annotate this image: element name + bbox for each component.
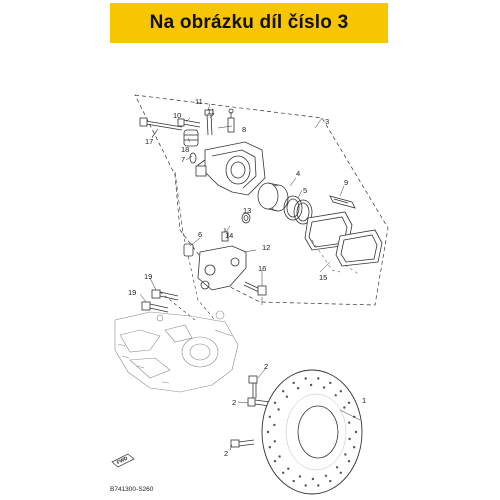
boot-part-18 xyxy=(183,129,199,147)
disc-hole xyxy=(353,446,356,449)
bolt-part-17 xyxy=(139,117,183,139)
disc-hole xyxy=(334,394,337,397)
pad-spring-part-9 xyxy=(329,195,356,209)
forward-direction-tag xyxy=(111,453,135,468)
disc-hole xyxy=(273,423,276,427)
caliper-assembly-boundary xyxy=(134,94,389,321)
disc-hole xyxy=(344,453,347,456)
callout-18: 18 xyxy=(181,145,189,154)
disc-hole xyxy=(278,455,281,458)
callout-2-c: 2 xyxy=(224,449,228,458)
disc-hole xyxy=(273,440,276,443)
seal-part-7 xyxy=(189,152,197,164)
disc-hole xyxy=(282,471,285,474)
disc-hole xyxy=(335,466,339,469)
callout-12: 12 xyxy=(262,243,270,252)
disc-hole xyxy=(266,430,270,434)
caliper-bracket-part-12 xyxy=(197,245,247,291)
bleed-screw-part-8 xyxy=(227,108,235,133)
brake-disc-part-1 xyxy=(261,369,363,495)
disc-hole xyxy=(329,479,332,483)
callout-leaders xyxy=(139,103,361,451)
disc-hole xyxy=(348,437,351,441)
disc-hole xyxy=(285,395,289,398)
bolt-part-16 xyxy=(243,281,267,305)
bushing-part-13 xyxy=(241,212,251,224)
pin-part-11 xyxy=(204,109,214,136)
callout-16: 16 xyxy=(258,264,266,273)
callout-5: 5 xyxy=(303,186,307,195)
callout-8: 8 xyxy=(242,125,246,134)
swingarm-hub-sketch xyxy=(114,310,239,393)
disc-hole xyxy=(273,401,277,404)
disc-hole xyxy=(339,390,342,393)
seal-part-5 xyxy=(283,195,313,225)
disc-hole xyxy=(354,430,358,434)
brake-disc-holes xyxy=(266,377,358,487)
header-title: Na obrázku díl číslo 3 xyxy=(149,12,349,33)
disc-hole xyxy=(347,460,351,463)
callout-1: 1 xyxy=(362,396,366,405)
brake-pad-part-15 xyxy=(304,211,383,276)
fwd-label: FWD xyxy=(116,455,129,466)
disc-hole xyxy=(322,386,326,389)
disc-hole xyxy=(298,475,302,478)
callout-2-a: 2 xyxy=(264,362,268,371)
disc-hole xyxy=(287,467,290,470)
callout-3: 3 xyxy=(325,117,329,126)
disc-hole xyxy=(324,474,328,477)
caliper-body xyxy=(195,141,266,196)
callout-labels: 3 1 2 2 2 4 5 6 7 8 9 10 11 11 12 13 14 … xyxy=(110,97,366,493)
callout-6: 6 xyxy=(198,230,202,239)
clip-part-14 xyxy=(221,228,229,242)
callout-19-b: 19 xyxy=(128,288,136,297)
callout-11-a: 11 xyxy=(195,97,203,106)
bolt-part-19-upper xyxy=(151,289,179,301)
disc-hole xyxy=(273,460,277,463)
disc-hole xyxy=(268,446,271,449)
callout-10: 10 xyxy=(173,111,181,120)
disc-hole xyxy=(317,377,320,380)
callout-14: 14 xyxy=(225,231,233,240)
callout-19-a: 19 xyxy=(144,272,152,281)
disc-hole xyxy=(317,484,320,487)
disc-hole xyxy=(296,387,300,390)
disc-hole xyxy=(347,401,351,404)
disc-hole xyxy=(268,415,271,418)
callout-13: 13 xyxy=(243,206,251,215)
boot-part-6 xyxy=(183,243,194,257)
disc-hole xyxy=(309,383,313,387)
pin-part-10 xyxy=(177,118,201,128)
callout-9: 9 xyxy=(344,178,348,187)
disc-bolt-part-2-a xyxy=(248,375,258,398)
callout-15: 15 xyxy=(319,273,327,282)
callout-11-b: 11 xyxy=(207,107,215,116)
disc-hole xyxy=(348,421,351,424)
drawing-code: B741300-S260 xyxy=(110,486,154,493)
header-banner: Na obrázku díl číslo 3 xyxy=(110,3,388,43)
disc-hole xyxy=(304,484,307,487)
disc-hole xyxy=(304,377,307,380)
bolt-part-19-lower xyxy=(141,301,169,313)
callout-4: 4 xyxy=(296,169,300,178)
disc-hole xyxy=(292,381,295,385)
disc-hole xyxy=(282,390,285,393)
disc-hole xyxy=(292,479,295,483)
disc-hole xyxy=(343,406,346,409)
disc-hole xyxy=(339,471,342,474)
callout-7: 7 xyxy=(181,155,185,164)
piston-part-4 xyxy=(257,182,289,212)
disc-hole xyxy=(329,381,332,385)
disc-hole xyxy=(277,408,280,411)
disc-hole xyxy=(311,477,315,481)
callout-17: 17 xyxy=(145,137,153,146)
callout-2-b: 2 xyxy=(232,398,236,407)
disc-bolt-part-2-c xyxy=(230,439,255,448)
